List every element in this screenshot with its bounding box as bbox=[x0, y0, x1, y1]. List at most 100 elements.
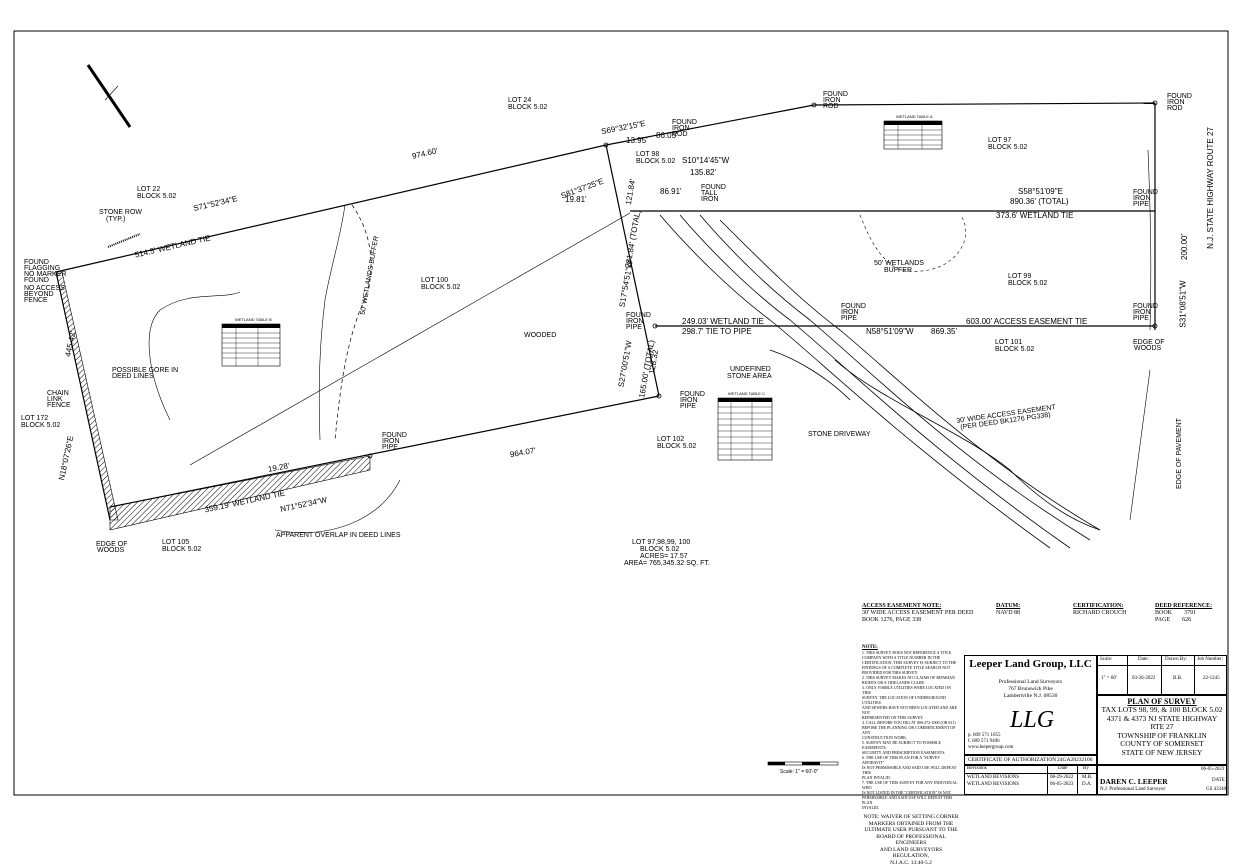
note-value: 3791 bbox=[1184, 610, 1196, 616]
scale-value: 1" = 60' bbox=[1101, 676, 1117, 681]
lot-label: LOT 105 bbox=[162, 539, 189, 546]
note-line: 6. THE USE OF THIS PLAN FOR A "SURVEY AF… bbox=[862, 755, 960, 765]
revision-entry: WETLAND REVISIONS bbox=[967, 782, 1019, 787]
drawn-value: B.B. bbox=[1173, 676, 1182, 681]
wooded-label: WOODED bbox=[524, 332, 556, 339]
hatched-overlap-south bbox=[110, 456, 370, 530]
stone-row bbox=[108, 234, 140, 247]
revision-entry: WETLAND REVISIONS bbox=[967, 775, 1019, 780]
revision-by: D.A. bbox=[1082, 782, 1092, 787]
block-label: BLOCK 5.02 bbox=[162, 546, 201, 553]
note-body: 30' WIDE ACCESS EASEMENT PER DEED bbox=[862, 610, 973, 617]
date-value: 03-26-2022 bbox=[1132, 676, 1155, 681]
distance-label: 86.91' bbox=[660, 188, 682, 196]
distance-label: 19.81' bbox=[565, 196, 587, 204]
north-arrow-icon bbox=[88, 65, 130, 127]
pavement-label: EDGE OF PAVEMENT bbox=[1176, 418, 1183, 489]
note-body: RICHARD CROUCH bbox=[1073, 610, 1127, 617]
block-label: BLOCK 5.02 bbox=[137, 193, 176, 200]
company-address-line: Lambertville N.J. 08530 bbox=[964, 693, 1097, 700]
distance-label: 13.95' bbox=[626, 137, 648, 145]
marker-label: PIPE bbox=[382, 444, 398, 451]
deed-reference-note: DEED REFERENCE: BOOK 3791 PAGE 626 bbox=[1155, 603, 1212, 624]
company-logo: LLG bbox=[1010, 707, 1054, 734]
coa-label: CERTIFICATE OF AUTHORIZATION bbox=[968, 757, 1056, 763]
note-body: BOOK 1276, PAGE 338 bbox=[862, 617, 973, 624]
coa-value: 24GA28232100 bbox=[1057, 757, 1092, 763]
distance-label: 890.36' (TOTAL) bbox=[1010, 198, 1069, 206]
lot-label: LOT 102 bbox=[657, 436, 684, 443]
scale-bar bbox=[768, 762, 838, 765]
block-label: BLOCK 5.02 bbox=[988, 144, 1027, 151]
note-line: BEFORE THE PLANNING OR COMMENCEMENT OF A… bbox=[862, 725, 960, 735]
lot-label: LOT 97 bbox=[988, 137, 1011, 144]
note-title: CERTIFICATION: bbox=[1073, 603, 1127, 610]
scale-bar-label: Scale: 1" = 60'-0" bbox=[780, 770, 818, 775]
plan-line: STATE OF NEW JERSEY bbox=[1097, 749, 1227, 758]
plan-description: TAX LOTS 98, 99, & 100 BLOCK 5.02 4371 &… bbox=[1097, 706, 1227, 757]
note-body: NAVD 88 bbox=[996, 610, 1020, 617]
tie-label: 298.7' TIE TO PIPE bbox=[682, 328, 752, 336]
lot-summary: BLOCK 5.02 bbox=[640, 546, 679, 553]
note-line: 5. SURVEY MAY BE SUBJECT TO POSSIBLE EAS… bbox=[862, 740, 960, 750]
survey-sheet: LOT 24 BLOCK 5.02 LOT 22 BLOCK 5.02 LOT … bbox=[0, 0, 1242, 826]
note-line: 3. ONLY VISIBLE UTILITIES WERE LOCATED O… bbox=[862, 685, 960, 695]
edge-woods-label: WOODS bbox=[97, 547, 124, 554]
distance-label: 200.00' bbox=[1181, 234, 1189, 260]
stone-row-label: STONE ROW bbox=[99, 209, 142, 216]
revision-by: M.B. bbox=[1082, 775, 1092, 780]
general-notes: NOTE: 1. THIS SURVEY DOES NOT REFERENCE … bbox=[862, 645, 960, 866]
wetland-line bbox=[319, 205, 345, 440]
lot-summary: LOT 97,98,99, 100 bbox=[632, 539, 690, 546]
buffer-label: 50' WETLANDS bbox=[874, 260, 924, 267]
stone-area-label: UNDEFINED bbox=[730, 366, 771, 373]
overlap-label: APPARENT OVERLAP IN DEED LINES bbox=[276, 532, 401, 539]
lot-label: LOT 172 bbox=[21, 415, 48, 422]
drawn-header: Drawn By: bbox=[1165, 657, 1187, 662]
lot-summary: AREA= 765,345.32 SQ. FT. bbox=[624, 560, 710, 567]
wetland-table-c bbox=[718, 398, 772, 460]
marker-label: PIPE bbox=[626, 324, 642, 331]
bearing-label: S10°14'45"W bbox=[682, 157, 729, 165]
website: www.leepergroup.com bbox=[968, 745, 1013, 751]
marker-label: ROD bbox=[1167, 105, 1183, 112]
marker-label: PIPE bbox=[1133, 201, 1149, 208]
highway-label: N.J. STATE HIGHWAY ROUTE 27 bbox=[1207, 127, 1215, 249]
waiver-line: BOARD OF PROFESSIONAL ENGINEERS bbox=[862, 834, 960, 847]
distance-label: 135.82' bbox=[690, 169, 716, 177]
lot-summary: ACRES= 17.57 bbox=[640, 553, 688, 560]
marker-label: ROD bbox=[672, 131, 688, 138]
gore-label: DEED LINES bbox=[112, 373, 154, 380]
scale-header: Scale: bbox=[1100, 657, 1112, 662]
surveyor-title: N.J. Professional Land Surveyor bbox=[1100, 787, 1165, 792]
revisions-by-header: By bbox=[1083, 766, 1089, 771]
wetland-table-b bbox=[222, 324, 280, 366]
lot-label: LOT 101 bbox=[995, 339, 1022, 346]
date-header: Date: bbox=[1138, 657, 1149, 662]
bearing-label: S58°51'09"E bbox=[1018, 188, 1063, 196]
note-value: 626 bbox=[1182, 617, 1191, 623]
revision-date: 06-05-2023 bbox=[1050, 782, 1073, 787]
license-number: GS 43340 bbox=[1206, 787, 1226, 792]
note-line: INVALID. bbox=[862, 805, 960, 810]
property-boundary bbox=[56, 103, 1155, 520]
marker-label: IRON bbox=[701, 196, 719, 203]
notes-lines: 1. THIS SURVEY DOES NOT REFERENCE A TITL… bbox=[862, 650, 960, 810]
block-label: BLOCK 5.02 bbox=[21, 422, 60, 429]
surveyor-name: DAREN C. LEEPER bbox=[1100, 777, 1168, 786]
edge-woods-label: WOODS bbox=[1134, 345, 1161, 352]
access-easement-note: ACCESS EASEMENT NOTE: 30' WIDE ACCESS EA… bbox=[862, 603, 973, 624]
block-label: BLOCK 5.02 bbox=[421, 284, 460, 291]
block-label: BLOCK 5.02 bbox=[636, 158, 675, 165]
waiver-line: ULTIMATE USER PURSUANT TO THE bbox=[862, 827, 960, 834]
note-label: FENCE bbox=[24, 297, 48, 304]
wetland-tie-label: 373.6' WETLAND TIE bbox=[996, 212, 1073, 220]
waiver-line: N.J.A.C. 13:40-5.2 bbox=[862, 860, 960, 866]
job-header: Job Number: bbox=[1197, 657, 1223, 662]
marker-label: PIPE bbox=[680, 403, 696, 410]
marker-label: ROD bbox=[823, 103, 839, 110]
lot-label: LOT 99 bbox=[1008, 273, 1031, 280]
table-title: WETLAND TABLE B bbox=[235, 318, 272, 322]
wetland-buffer-line bbox=[335, 205, 371, 440]
